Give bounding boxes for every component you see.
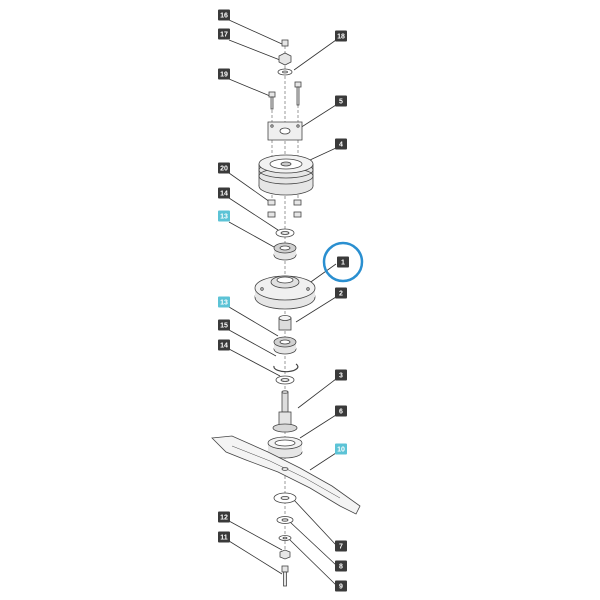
callout-badge	[335, 138, 347, 150]
callout-number: 14	[220, 343, 228, 350]
callout-number: 8	[339, 564, 343, 571]
callout-number: 10	[337, 447, 345, 454]
callout-label-12: 12	[218, 511, 230, 523]
part-bolt-19	[268, 81, 302, 110]
callout-number: 7	[339, 544, 343, 551]
callout-number: 12	[220, 515, 228, 522]
part-cup-6	[267, 436, 303, 459]
callout-badge	[335, 95, 347, 107]
callout-number: 17	[220, 32, 228, 39]
leader-lines	[228, 19, 337, 586]
callout-label-17: 17	[218, 28, 230, 40]
callout-badge	[335, 560, 347, 572]
part-washer-14a	[275, 228, 295, 238]
callout-badge	[218, 28, 230, 40]
callout-badge	[218, 68, 230, 80]
callout-label-14: 14	[218, 187, 230, 199]
highlight-ring	[322, 241, 364, 283]
callout-label-6: 6	[335, 405, 347, 417]
part-washer-7	[273, 492, 297, 504]
callout-number: 19	[220, 72, 228, 79]
callout-badge	[335, 30, 347, 42]
callout-badge	[218, 531, 230, 543]
part-nut-12	[279, 549, 291, 560]
part-nut-20	[267, 199, 302, 218]
callout-number: 15	[220, 323, 228, 330]
part-housing-1	[254, 275, 316, 310]
part-spacer-2	[278, 315, 292, 331]
callout-number: 9	[339, 584, 343, 591]
part-washer-14b	[275, 375, 295, 385]
part-circlip-15	[273, 363, 299, 373]
callout-badge	[335, 443, 347, 455]
callout-badge	[218, 319, 230, 331]
callout-badge	[218, 296, 230, 308]
callout-badge	[218, 511, 230, 523]
part-bearing-13b	[273, 336, 297, 355]
part-washer-8	[276, 516, 294, 524]
callout-badge	[335, 540, 347, 552]
part-washer-9	[278, 535, 292, 541]
callout-number: 4	[339, 142, 343, 149]
callout-number: 14	[220, 191, 228, 198]
callout-badge	[335, 369, 347, 381]
callout-label-14: 14	[218, 339, 230, 351]
callout-badge	[335, 405, 347, 417]
callout-number: 16	[220, 13, 228, 20]
callout-badge	[337, 256, 349, 268]
callout-label-8: 8	[335, 560, 347, 572]
callout-badge	[218, 9, 230, 21]
part-blade-10	[211, 435, 361, 515]
callout-badge	[218, 339, 230, 351]
callout-label-4: 4	[335, 138, 347, 150]
part-bearing-13a	[273, 242, 297, 261]
callout-label-16: 16	[218, 9, 230, 21]
part-plate-5	[267, 121, 303, 141]
callout-number: 13	[220, 300, 228, 307]
callout-label-13: 13	[218, 296, 230, 308]
callout-number: 3	[339, 373, 343, 380]
callout-label-7: 7	[335, 540, 347, 552]
callout-label-15: 15	[218, 319, 230, 331]
callout-label-20: 20	[218, 162, 230, 174]
callout-badge	[218, 162, 230, 174]
callout-label-11: 11	[218, 531, 230, 543]
part-pulley-4	[258, 154, 314, 196]
callout-number: 11	[220, 535, 228, 542]
callout-label-9: 9	[335, 580, 347, 592]
callout-label-1: 1	[337, 256, 349, 268]
part-bolt-11	[281, 565, 289, 587]
callout-label-10: 10	[335, 443, 347, 455]
callout-number: 1	[341, 260, 345, 267]
callout-number: 2	[339, 291, 343, 298]
callout-number: 5	[339, 99, 343, 106]
callout-number: 20	[220, 166, 228, 173]
callout-badge	[335, 580, 347, 592]
part-nut-17	[278, 52, 292, 66]
callout-badge	[335, 287, 347, 299]
callout-label-5: 5	[335, 95, 347, 107]
part-screw-16	[281, 39, 289, 47]
callout-number: 13	[220, 214, 228, 221]
callout-label-13: 13	[218, 210, 230, 222]
callout-number: 6	[339, 409, 343, 416]
callout-label-2: 2	[335, 287, 347, 299]
callout-label-19: 19	[218, 68, 230, 80]
part-shaft-3	[272, 390, 298, 433]
part-washer-18	[277, 68, 293, 76]
callout-number: 18	[337, 34, 345, 41]
callout-badge	[218, 210, 230, 222]
callout-badge	[218, 187, 230, 199]
callout-label-3: 3	[335, 369, 347, 381]
callout-label-18: 18	[335, 30, 347, 42]
